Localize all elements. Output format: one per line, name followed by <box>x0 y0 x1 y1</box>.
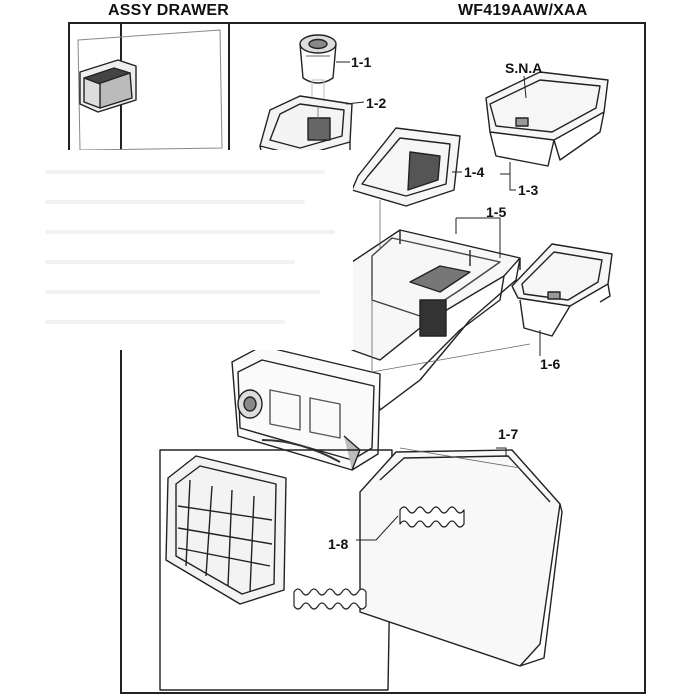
callout-1-3: 1-3 <box>518 182 539 198</box>
part-main-drawer <box>231 229 521 471</box>
leader-lines <box>336 61 541 541</box>
obscured-line <box>45 320 285 324</box>
callout-1-4: 1-4 <box>464 164 485 180</box>
guide-lines <box>317 106 531 469</box>
part-drawer-grille <box>165 455 287 605</box>
part-1-8-gaskets <box>293 506 465 610</box>
obscured-region <box>33 150 353 350</box>
part-sna-cup <box>485 71 609 167</box>
main-diagram-frame <box>120 22 646 694</box>
thumbnail-washer-illustration <box>77 29 223 151</box>
callout-1-8: 1-8 <box>328 536 349 552</box>
part-1-6-cup <box>511 243 613 337</box>
callout-1-7: 1-7 <box>498 426 519 442</box>
part-1-2-tray <box>259 95 353 167</box>
part-1-7-panel <box>359 449 563 667</box>
obscured-line <box>45 170 325 174</box>
part-1-4-insert <box>351 127 461 207</box>
callout-1-6: 1-6 <box>540 356 561 372</box>
obscured-line <box>45 260 295 264</box>
diagram-title-model: WF419AAW/XAA <box>458 2 588 19</box>
callout-1-1: 1-1 <box>351 54 372 70</box>
callout-1-5: 1-5 <box>486 204 507 220</box>
diagram-title-left: ASSY DRAWER <box>108 2 230 19</box>
obscured-line <box>45 200 305 204</box>
obscured-line <box>45 230 335 234</box>
callout-sna: S.N.A <box>505 60 543 76</box>
part-1-1-cap <box>299 34 337 107</box>
callout-1-2: 1-2 <box>366 95 387 111</box>
obscured-line <box>45 290 320 294</box>
inset-box <box>159 449 393 691</box>
